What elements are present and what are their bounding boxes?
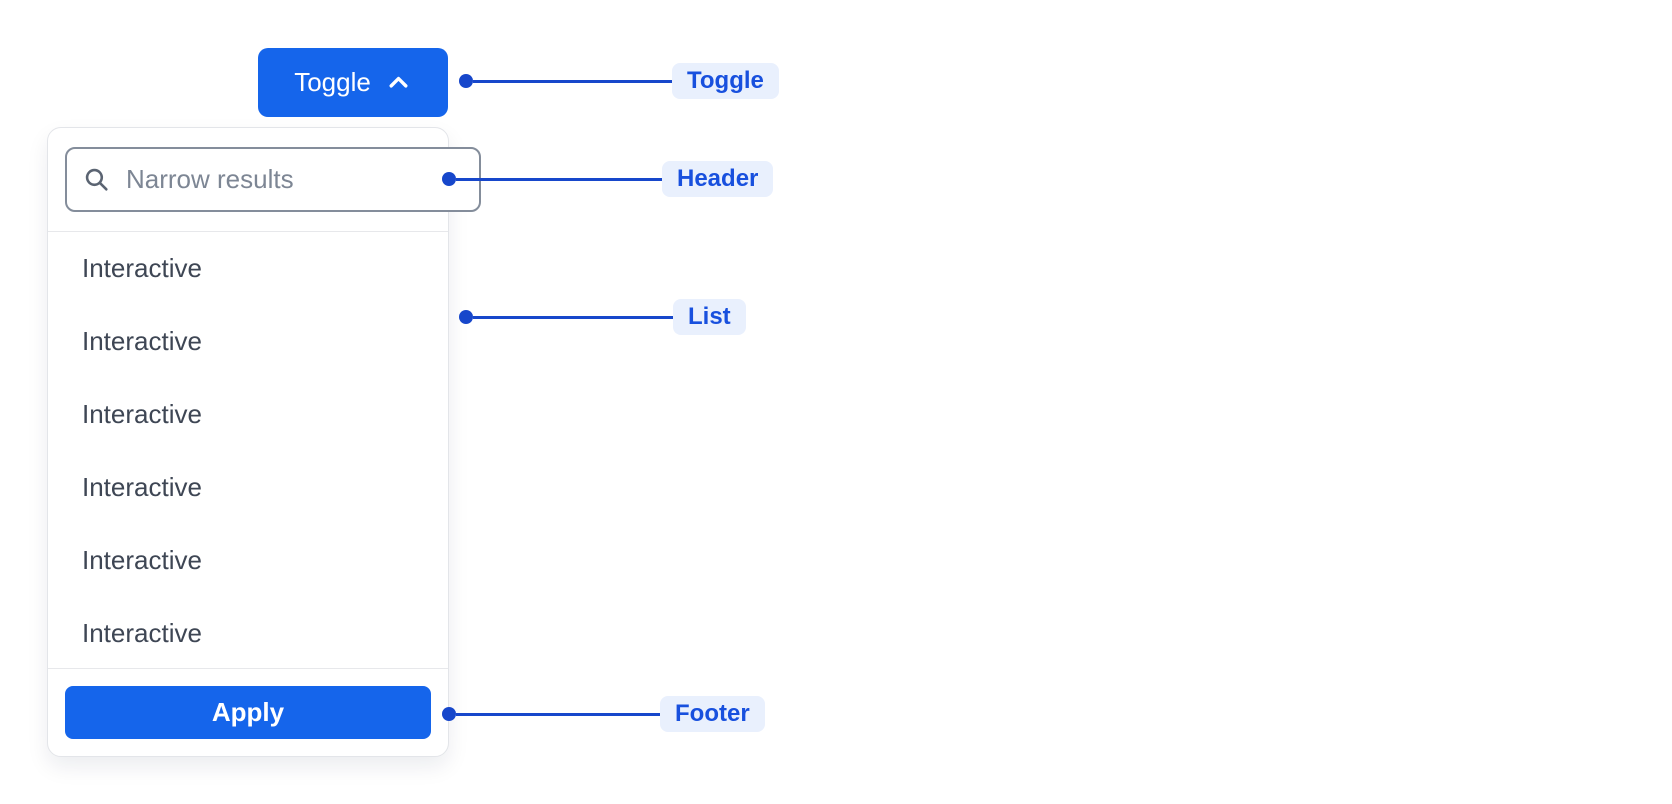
chevron-up-icon bbox=[385, 69, 412, 96]
toggle-button[interactable]: Toggle bbox=[258, 48, 448, 117]
callout-label-toggle: Toggle bbox=[672, 63, 779, 99]
toggle-button-label: Toggle bbox=[294, 67, 371, 97]
dropdown-panel: InteractiveInteractiveInteractiveInterac… bbox=[47, 127, 481, 757]
list-item[interactable]: Interactive bbox=[82, 399, 202, 429]
callout-line bbox=[456, 177, 662, 181]
search-icon bbox=[83, 166, 111, 194]
list-item[interactable]: Interactive bbox=[82, 618, 202, 648]
callout-header: Header bbox=[442, 161, 774, 197]
callout-line bbox=[473, 79, 672, 83]
callout-label-footer: Footer bbox=[660, 696, 765, 732]
callout-list: List bbox=[459, 299, 746, 335]
dropdown-footer: Apply bbox=[48, 668, 448, 756]
callout-dot bbox=[442, 172, 456, 186]
callout-label-list: List bbox=[673, 299, 746, 335]
list-item[interactable]: Interactive bbox=[82, 545, 202, 575]
list-item[interactable]: Interactive bbox=[82, 472, 202, 502]
callout-dot bbox=[459, 310, 473, 324]
list-item[interactable]: Interactive bbox=[82, 326, 202, 356]
callout-label-header: Header bbox=[662, 161, 774, 197]
search-input[interactable] bbox=[124, 163, 463, 196]
callout-dot bbox=[459, 74, 473, 88]
apply-button[interactable]: Apply bbox=[65, 686, 431, 739]
callout-dot bbox=[442, 707, 456, 721]
callout-line bbox=[473, 315, 673, 319]
search-box[interactable] bbox=[65, 147, 481, 212]
callout-line bbox=[456, 712, 660, 716]
list-item[interactable]: Interactive bbox=[82, 253, 202, 283]
dropdown-header bbox=[48, 128, 481, 232]
callout-footer: Footer bbox=[442, 696, 765, 732]
callout-toggle: Toggle bbox=[459, 63, 779, 99]
